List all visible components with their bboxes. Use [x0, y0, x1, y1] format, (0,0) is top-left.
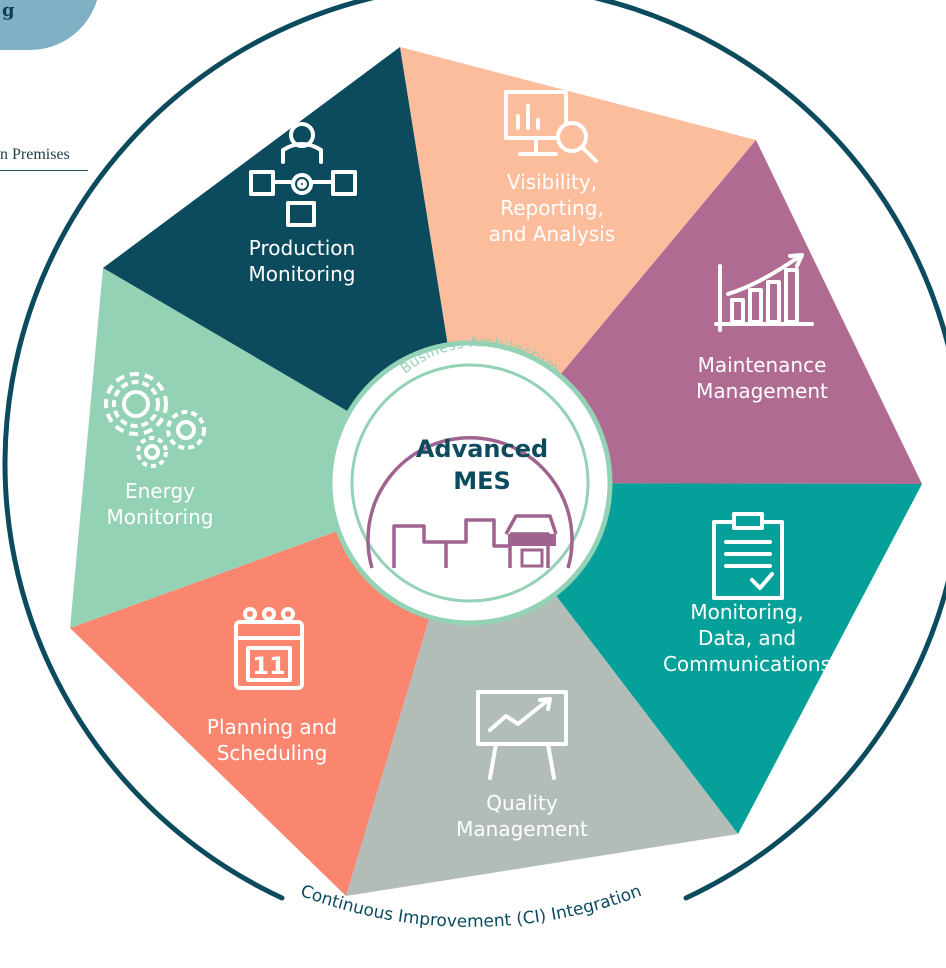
- clipboard-check-icon: [712, 512, 784, 600]
- presentation-board-icon: [476, 690, 568, 780]
- segment-label-1-line-1: Production: [249, 236, 355, 260]
- svg-text:11: 11: [252, 652, 285, 680]
- segment-label-3-line-1: Maintenance: [698, 353, 827, 377]
- storefront-awning: [508, 534, 556, 546]
- segment-label-1-line-2: Monitoring: [249, 262, 356, 286]
- segment-label-2-line-3: and Analysis: [489, 222, 615, 246]
- segment-label-4-line-2: Data, and: [698, 626, 796, 650]
- segment-label-7-line-2: Monitoring: [107, 505, 214, 529]
- monitor-magnifier-chart-icon: [504, 90, 598, 163]
- segment-label-4-line-3: Communications: [663, 652, 831, 676]
- outer-ring-arc: [2, 0, 946, 901]
- segment-label-2-line-1: Visibility,: [507, 170, 597, 194]
- segment-label-2-line-2: Reporting,: [500, 196, 604, 220]
- center-title-line2: MES: [453, 467, 511, 495]
- city-skyline-icon: [392, 514, 558, 568]
- gears-icon: [104, 372, 206, 468]
- storefront-door: [520, 548, 544, 568]
- segment-label-5-line-1: Quality: [486, 791, 558, 815]
- center-title-line1: Advanced: [416, 435, 548, 463]
- side-label: n Premises: [0, 146, 88, 171]
- segment-label-6-line-1: Planning and: [207, 715, 337, 739]
- org-chart-gear-icon: [249, 122, 357, 227]
- center-accent-arc: [366, 436, 574, 569]
- segment-label-7-line-1: Energy: [125, 479, 195, 503]
- segment-label-6-line-2: Scheduling: [217, 741, 328, 765]
- corner-label: g: [2, 0, 15, 21]
- segment-label-4-line-1: Monitoring,: [690, 600, 803, 624]
- bar-chart-growth-icon: [714, 253, 814, 332]
- calendar-icon: 11: [234, 607, 304, 690]
- segment-label-3-line-2: Management: [696, 379, 828, 403]
- segment-wedge-7: [70, 268, 470, 628]
- segment-wedge-4: [470, 483, 922, 834]
- segment-label-5-line-2: Management: [456, 817, 588, 841]
